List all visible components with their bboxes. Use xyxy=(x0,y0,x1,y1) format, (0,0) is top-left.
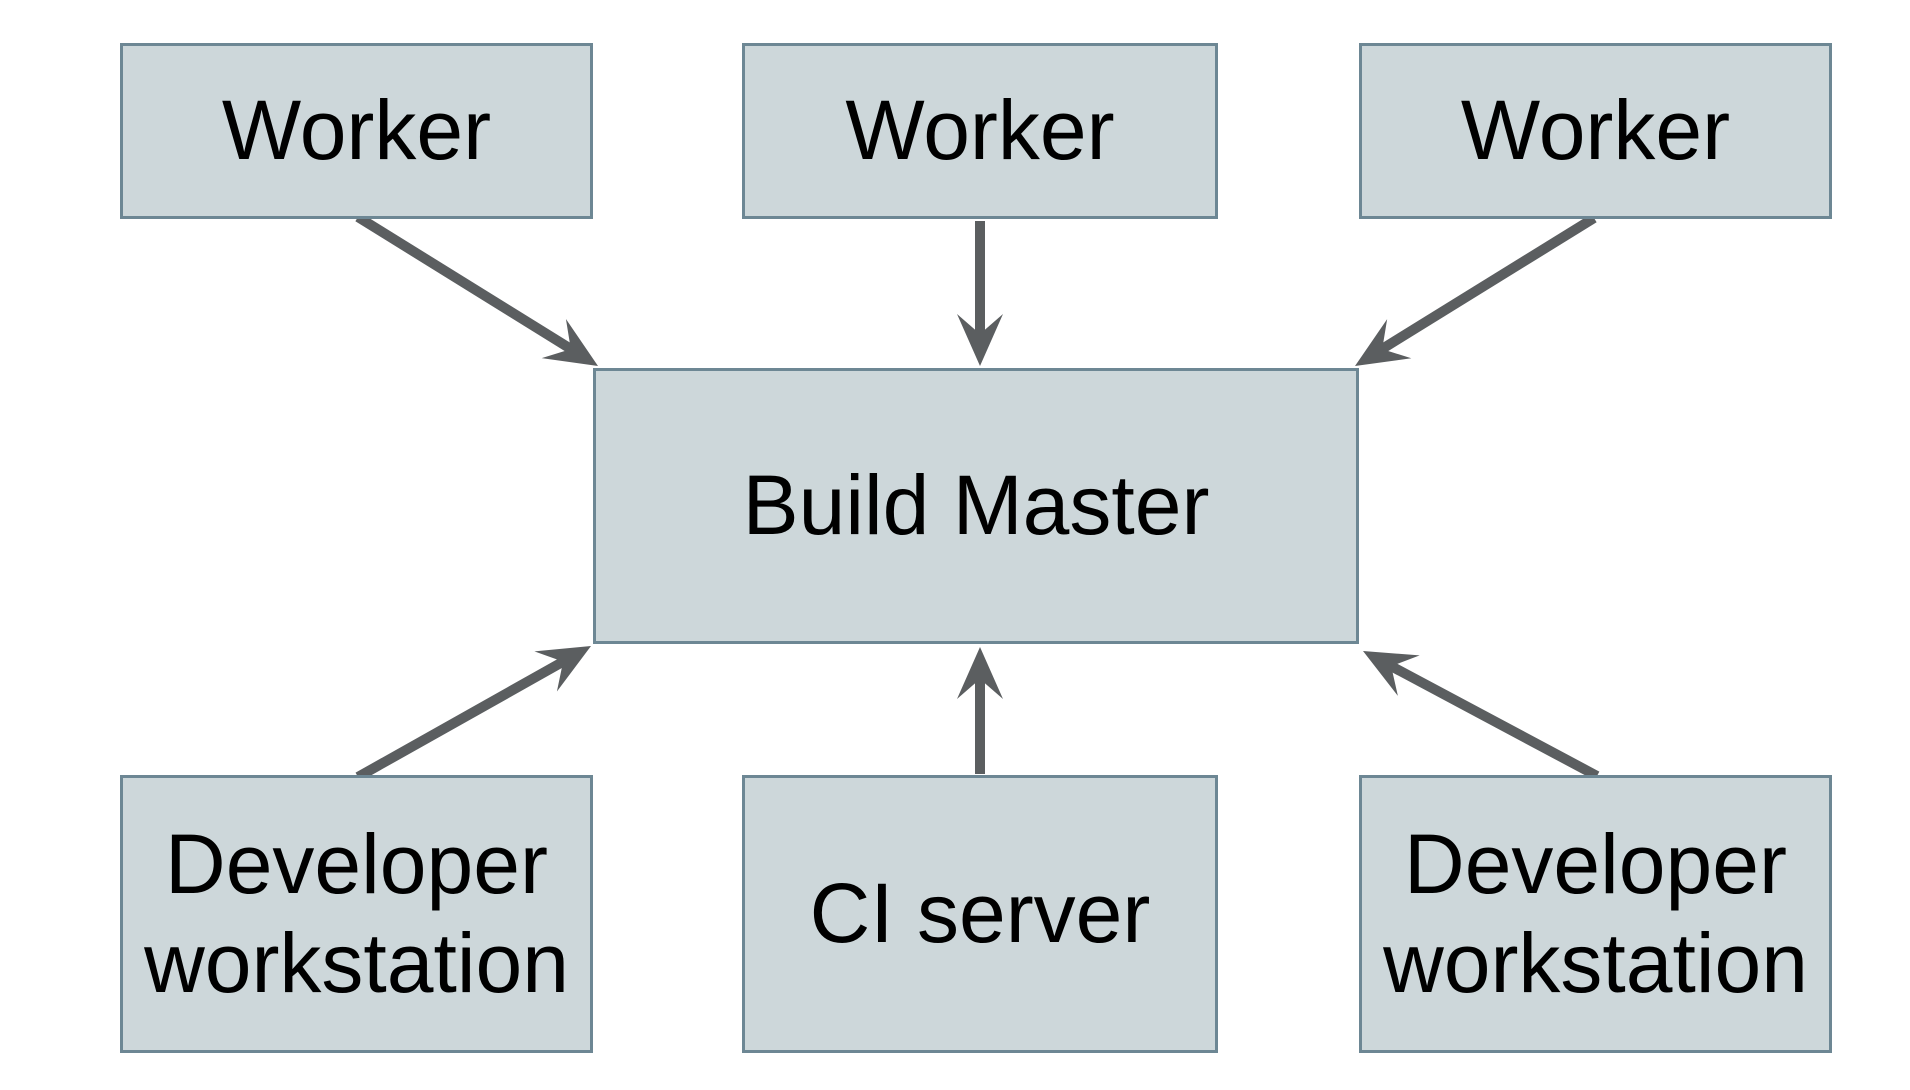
edge-worker-3-to-build-master xyxy=(1355,213,1597,366)
node-label: Worker xyxy=(1460,83,1731,178)
node-label: Build Master xyxy=(742,458,1210,553)
node-label: Worker xyxy=(845,83,1115,178)
edge-worker-2-to-build-master xyxy=(957,221,1003,366)
edge-worker-1-to-build-master xyxy=(355,212,598,366)
node-worker-1: Worker xyxy=(120,43,593,219)
arrow-head-icon xyxy=(957,314,1003,366)
arrow-shaft xyxy=(355,656,568,782)
arrow-head-icon xyxy=(1363,651,1420,696)
edge-developer-workstation-left-to-build-master xyxy=(355,646,591,782)
arrow-head-icon xyxy=(957,647,1003,699)
node-developer-workstation-right: Developer workstation xyxy=(1359,775,1832,1053)
node-label: Developer workstation xyxy=(144,816,569,1010)
arrow-shaft xyxy=(1377,213,1597,355)
node-worker-3: Worker xyxy=(1359,43,1832,219)
node-label: Worker xyxy=(221,83,492,178)
node-ci-server: CI server xyxy=(742,775,1218,1053)
edge-ci-server-to-build-master xyxy=(957,647,1003,774)
node-label: Developer workstation xyxy=(1383,816,1808,1010)
node-build-master: Build Master xyxy=(593,368,1359,644)
node-label: CI server xyxy=(809,866,1151,961)
arrow-shaft xyxy=(1387,660,1600,781)
arrow-shaft xyxy=(355,212,576,355)
node-worker-2: Worker xyxy=(742,43,1218,219)
edge-developer-workstation-right-to-build-master xyxy=(1363,651,1600,781)
node-developer-workstation-left: Developer workstation xyxy=(120,775,593,1053)
